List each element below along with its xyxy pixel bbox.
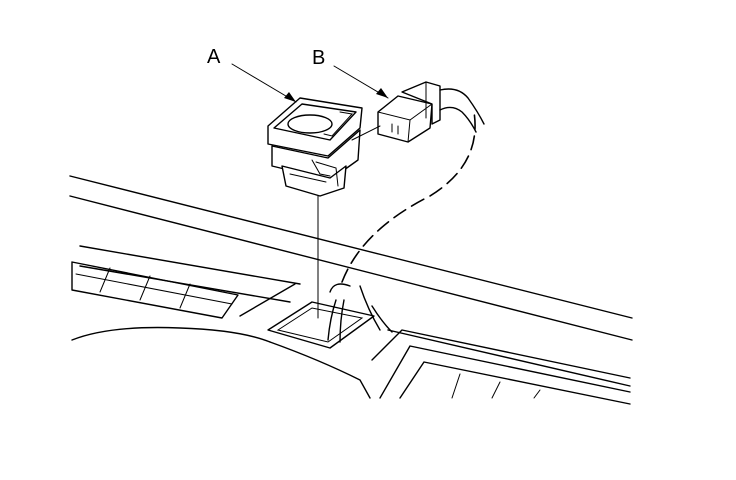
arrowhead-b <box>376 88 388 98</box>
dashboard-panel <box>69 175 633 399</box>
callout-b: B <box>312 47 325 69</box>
right-vent <box>359 285 631 405</box>
callout-leaders <box>231 63 389 103</box>
mounting-hole <box>267 283 375 349</box>
harness-route <box>341 111 476 283</box>
arrowhead-a <box>284 92 296 102</box>
callout-a: A <box>207 46 221 68</box>
switch-a <box>267 97 363 197</box>
connector-b <box>351 81 485 143</box>
left-vent <box>71 261 239 319</box>
